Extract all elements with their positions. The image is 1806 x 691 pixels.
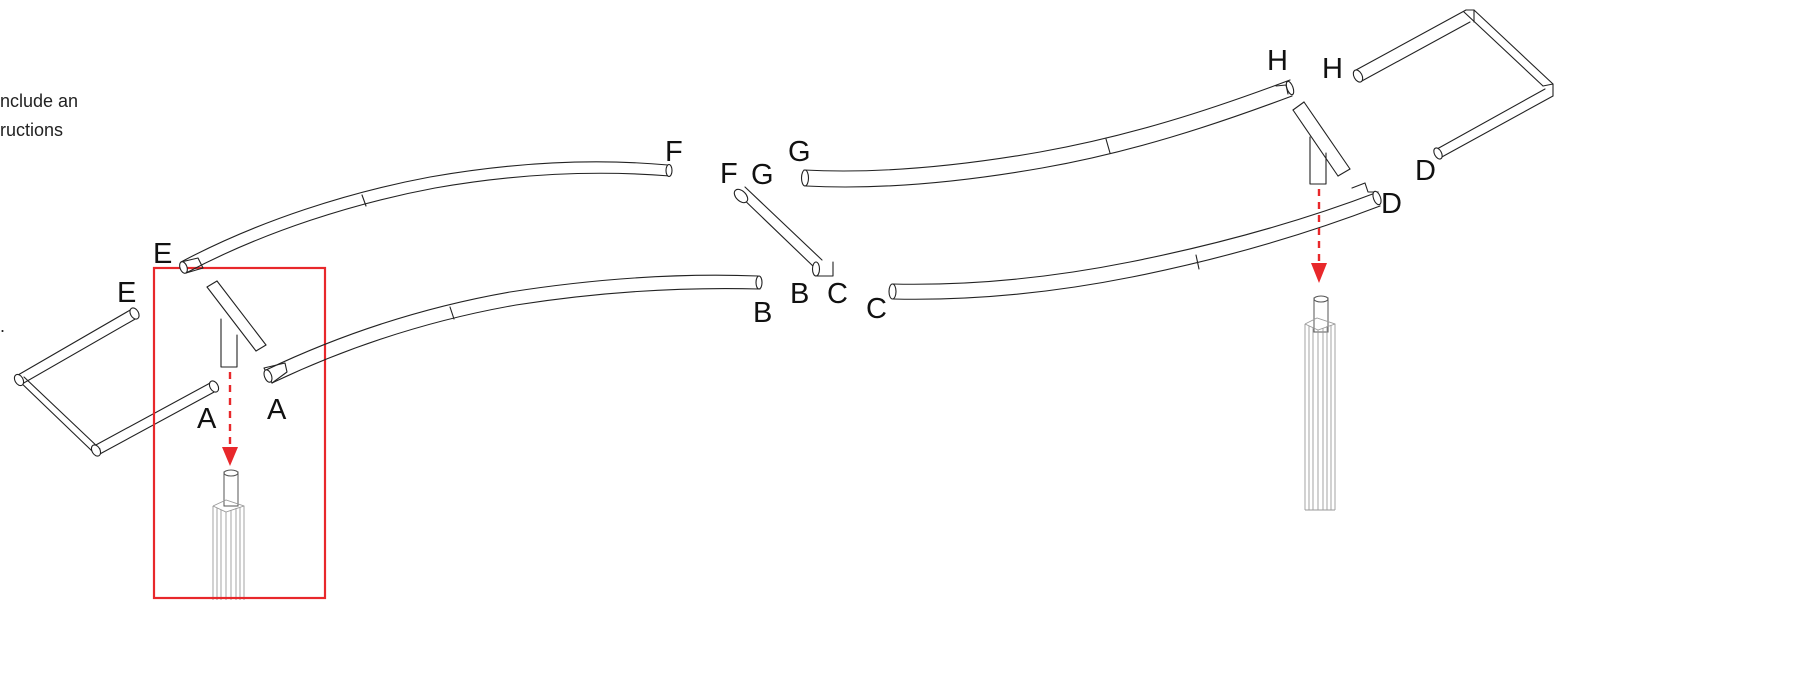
label-e-inner: E	[153, 238, 172, 270]
note-text-line-3: .	[0, 316, 6, 336]
label-h-frame: H	[1322, 53, 1343, 85]
label-e-outer: E	[117, 277, 136, 309]
right-end-frame	[1352, 9, 1554, 160]
right-upper-arch-tube	[800, 79, 1295, 188]
left-post	[212, 469, 245, 600]
right-arrow-down	[1311, 189, 1327, 283]
right-lower-arch-tube	[888, 182, 1382, 300]
label-c-connector: C	[827, 278, 848, 310]
label-h-arch: H	[1267, 45, 1288, 77]
label-b-connector: B	[790, 278, 809, 310]
highlight-box	[152, 266, 327, 600]
label-g-connector: G	[751, 159, 774, 191]
note-text-line-2: ructions	[0, 120, 64, 140]
label-a-right: A	[267, 394, 287, 426]
left-t-connector	[206, 280, 267, 368]
label-f-arch: F	[665, 136, 683, 168]
label-b-arch: B	[753, 297, 772, 329]
label-f-connector: F	[720, 158, 738, 190]
label-c-arch: C	[866, 293, 887, 325]
right-t-connector	[1292, 101, 1351, 185]
left-upper-arch-tube	[179, 161, 673, 274]
left-end-frame	[13, 307, 220, 457]
left-lower-arch-tube	[263, 274, 763, 384]
label-g-arch: G	[788, 136, 811, 168]
label-d-frame: D	[1415, 155, 1436, 187]
middle-connector	[733, 186, 834, 277]
right-post	[1304, 295, 1336, 511]
note-text-line-1: nclude an	[0, 91, 79, 111]
label-d-arch: D	[1381, 188, 1402, 220]
label-a-left: A	[197, 403, 217, 435]
left-arrow-down	[222, 372, 238, 466]
